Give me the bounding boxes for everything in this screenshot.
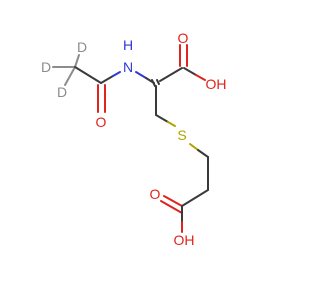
bond-acid2-co-1 [163,195,183,207]
atom-acid2-oh: OH [174,232,195,248]
bond-n-alpha [135,71,147,79]
stereo-hash [151,79,160,87]
bond-acid1-coh [183,67,197,76]
bond-s-ch2 [189,143,199,151]
atom-amide-o: O [96,114,107,130]
bond-c-d-bottom [64,66,76,86]
atom-acid1-oh: OH [206,76,227,92]
bond-s-ch2-c [197,149,209,158]
atom-acid1-o: O [178,30,189,46]
bond-ch2-carboxyl [181,189,209,207]
bond-carbonyl-n-n [112,71,121,77]
atom-amide-n: N [123,59,133,75]
atom-d-top: D [77,39,87,55]
atom-sulfur: S [177,127,186,143]
atom-d-bottom: D [57,84,67,100]
bond-acid1-coh-o [195,74,206,81]
atom-amide-h: H [123,37,133,53]
bond-methyl-carbonyl [74,66,102,84]
bond-c-d-top [74,54,80,68]
atom-acid2-o: O [150,186,161,202]
bond-carbonyl-n [100,75,114,84]
structure-diagram: D D D H N O O OH S O OH [41,30,227,248]
bond-alpha-carboxyl [159,67,183,82]
bond-ch2-s-s [167,121,176,127]
bond-ch2-s [155,114,169,123]
bond-acid2-co-2 [160,200,183,214]
atom-d-left: D [41,59,51,75]
